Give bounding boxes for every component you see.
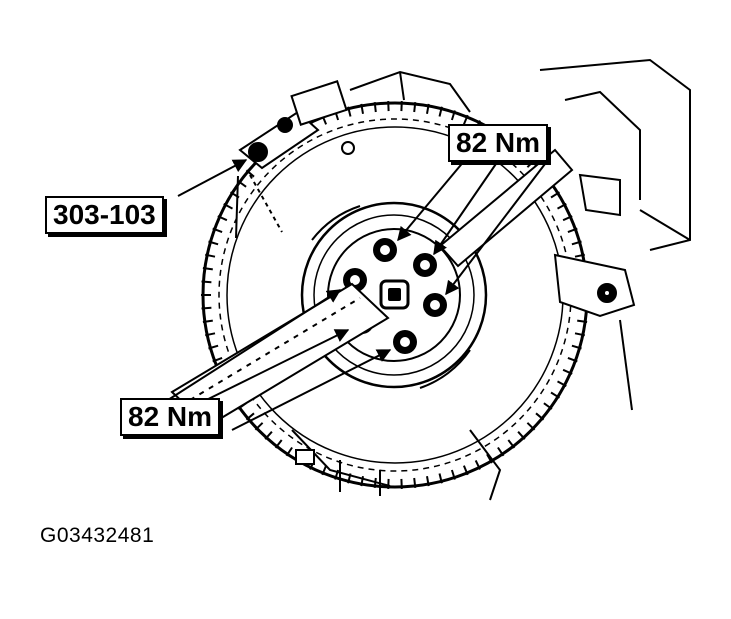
- gear-tooth: [486, 453, 493, 464]
- gear-tooth: [574, 253, 585, 258]
- gear-tooth: [450, 469, 456, 480]
- torque-bottom-leader-3: [231, 349, 392, 431]
- upper-frame: [341, 70, 471, 155]
- flywheel-bolt: [423, 293, 447, 317]
- torque-spec-callout-top: 82 Nm: [448, 124, 549, 162]
- gear-tooth: [557, 380, 567, 387]
- gear-tooth: [223, 203, 233, 210]
- gear-tooth: [557, 203, 567, 210]
- gear-tooth: [413, 101, 417, 113]
- gear-tooth: [274, 439, 283, 449]
- gear-tooth: [245, 169, 255, 178]
- torque-spec-callout-bottom: 82 Nm: [120, 398, 221, 436]
- gear-tooth: [567, 356, 578, 363]
- crankshaft-center: [379, 279, 410, 310]
- gear-tooth: [264, 431, 273, 440]
- gear-tooth: [245, 412, 255, 421]
- gear-tooth: [426, 103, 430, 114]
- gear-tooth: [201, 306, 212, 310]
- gear-tooth: [571, 344, 582, 350]
- flywheel-hub: [300, 201, 488, 389]
- gear-tooth: [438, 106, 443, 117]
- gear-tooth: [567, 227, 578, 234]
- torque-top-leader-3: [445, 159, 549, 296]
- gear-tooth: [571, 240, 582, 246]
- gear-tooth: [285, 446, 293, 457]
- gear-tooth: [462, 465, 469, 476]
- tool-leader: [177, 159, 248, 197]
- torque-top-leader-2: [433, 157, 501, 256]
- gear-tooth: [577, 319, 588, 323]
- gear-tooth: [438, 473, 443, 484]
- gear-tooth: [254, 422, 264, 431]
- gear-tooth: [202, 267, 213, 271]
- gear-tooth: [535, 412, 545, 421]
- gear-tooth: [517, 431, 526, 440]
- holding-tool-clamp: [235, 80, 348, 239]
- gear-tooth: [474, 459, 481, 470]
- gear-tooth: [373, 101, 377, 113]
- gear-tooth: [526, 422, 536, 431]
- leader-arrows: [167, 157, 549, 431]
- gear-tooth: [205, 253, 216, 258]
- gear-tooth: [550, 191, 561, 199]
- lower-housing: [291, 429, 502, 501]
- gear-tooth: [543, 402, 553, 410]
- gear-tooth: [462, 114, 469, 125]
- gear-tooth: [426, 476, 430, 487]
- gear-tooth: [562, 368, 573, 375]
- figure-id: G03432481: [40, 524, 155, 547]
- tool-number-callout: 303-103: [45, 196, 164, 234]
- flywheel-bolt: [373, 238, 397, 262]
- gear-tooth: [360, 103, 364, 114]
- gear-tooth: [497, 446, 505, 457]
- gear-tooth: [217, 215, 228, 222]
- gear-tooth: [202, 319, 213, 323]
- gear-tooth: [450, 110, 456, 121]
- gear-tooth: [321, 465, 328, 476]
- gear-tooth: [550, 391, 561, 399]
- gear-tooth: [208, 240, 219, 246]
- torque-top-leader-1: [397, 159, 466, 242]
- gear-tooth: [212, 356, 223, 363]
- gear-tooth: [208, 344, 219, 350]
- engine-bracket: [539, 58, 691, 411]
- gear-tooth: [201, 280, 212, 284]
- holding-tool-bar: [438, 148, 574, 268]
- gear-tooth: [562, 215, 573, 222]
- gear-tooth: [212, 227, 223, 234]
- gear-tooth: [413, 477, 417, 489]
- flywheel-bolt: [393, 330, 417, 354]
- gear-tooth: [574, 332, 585, 337]
- gear-tooth: [347, 106, 352, 117]
- gear-tooth: [507, 439, 516, 449]
- gear-tooth: [237, 180, 247, 188]
- flywheel-bolt: [413, 253, 437, 277]
- gear-tooth: [205, 332, 216, 337]
- torque-bottom-leader-1: [167, 289, 342, 401]
